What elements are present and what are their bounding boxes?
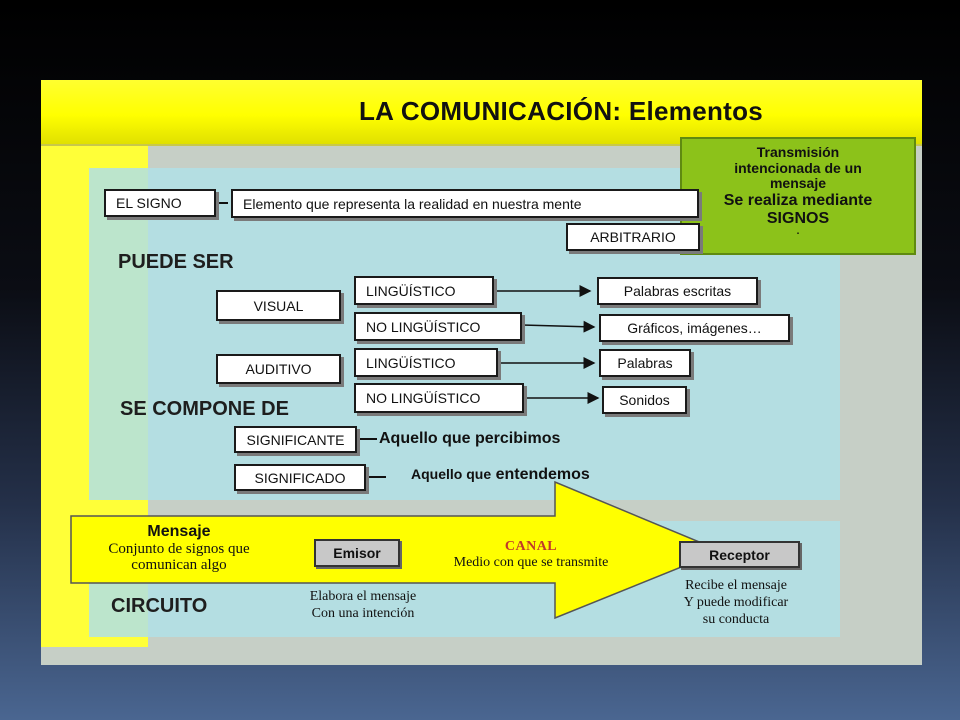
receptor-desc-2: Y puede modificar bbox=[683, 595, 789, 610]
auditivo-linguistico: LINGÜÍSTICO bbox=[354, 348, 498, 377]
signo-box: EL SIGNO bbox=[104, 189, 216, 217]
significante-box: SIGNIFICANTE bbox=[234, 426, 357, 453]
significante-definition: Aquello que percibimos bbox=[379, 430, 561, 447]
emisor-desc-2: Con una intención bbox=[311, 606, 415, 621]
emisor-description: Elabora el mensaje Con una intención bbox=[293, 588, 433, 622]
canal-block: CANAL Medio con que se transmite bbox=[431, 539, 631, 571]
puede-ser-heading: PUEDE SER bbox=[118, 251, 234, 273]
visual-linguistico: LINGÜÍSTICO bbox=[354, 276, 494, 305]
title-band bbox=[41, 80, 922, 146]
note-line-4: Se realiza mediante bbox=[723, 192, 873, 210]
note-line-1: Transmisión bbox=[756, 144, 840, 160]
receptor-box: Receptor bbox=[679, 541, 800, 568]
canal-title: CANAL bbox=[504, 539, 558, 554]
emisor-box: Emisor bbox=[314, 539, 400, 567]
canal-desc: Medio con que se transmite bbox=[453, 555, 609, 570]
note-line-5: SIGNOS bbox=[766, 209, 830, 227]
significado-definition: Aquello que entendemos bbox=[411, 466, 590, 484]
slide-title: LA COMUNICACIÓN: Elementos bbox=[359, 96, 764, 126]
mensaje-desc-2: comunican algo bbox=[131, 557, 227, 573]
arrow-visual-noling bbox=[521, 320, 596, 333]
se-compone-heading: SE COMPONE DE bbox=[120, 398, 289, 420]
palabras-escritas: Palabras escritas bbox=[597, 277, 758, 305]
graficos-imagenes: Gráficos, imágenes… bbox=[599, 314, 790, 342]
comunicacion-note: Transmisión intencionada de un mensaje S… bbox=[680, 137, 916, 255]
significado-def-part2: entendemos bbox=[495, 466, 590, 483]
auditivo-box: AUDITIVO bbox=[216, 354, 341, 384]
note-line-6: . bbox=[796, 225, 800, 237]
slide: LA COMUNICACIÓN: Elementos Transmisión i… bbox=[41, 80, 922, 665]
auditivo-no-linguistico: NO LINGÜÍSTICO bbox=[354, 383, 524, 413]
signo-definition: Elemento que representa la realidad en n… bbox=[231, 189, 699, 218]
circuito-heading: CIRCUITO bbox=[111, 595, 208, 617]
receptor-description: Recibe el mensaje Y puede modificar su c… bbox=[666, 577, 806, 628]
palabras: Palabras bbox=[599, 349, 691, 377]
visual-no-linguistico: NO LINGÜÍSTICO bbox=[354, 312, 522, 341]
significado-def-part1: Aquello que bbox=[411, 466, 492, 482]
mensaje-desc-1: Conjunto de signos que bbox=[108, 541, 250, 557]
note-line-3: mensaje bbox=[769, 175, 827, 192]
mensaje-title: Mensaje bbox=[147, 523, 211, 540]
emisor-desc-1: Elabora el mensaje bbox=[309, 589, 417, 604]
significado-box: SIGNIFICADO bbox=[234, 464, 366, 491]
receptor-desc-3: su conducta bbox=[702, 612, 770, 627]
mensaje-block: Mensaje Conjunto de signos que comunican… bbox=[99, 523, 259, 573]
note-line-2: intencionada de un bbox=[734, 159, 862, 176]
arbitrario-box: ARBITRARIO bbox=[566, 223, 700, 251]
receptor-desc-1: Recibe el mensaje bbox=[685, 578, 787, 593]
visual-box: VISUAL bbox=[216, 290, 341, 321]
sonidos: Sonidos bbox=[602, 386, 687, 414]
